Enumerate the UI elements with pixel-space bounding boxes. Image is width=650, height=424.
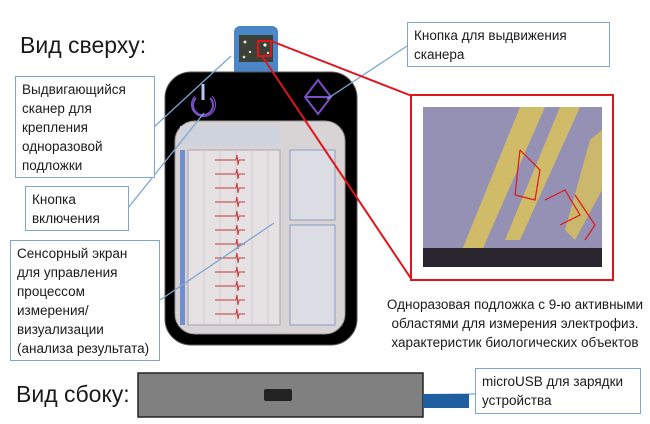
power-button-label: Кнопка включения: [25, 186, 129, 231]
top-view-title: Вид сверху:: [20, 32, 147, 58]
selection-square: [257, 40, 272, 57]
ecg-trace: [215, 294, 245, 306]
side-view-device: [137, 372, 469, 418]
substrate-caption: Одноразовая подложка с 9-ю активными обл…: [386, 297, 644, 350]
touchscreen: [174, 120, 346, 335]
ecg-trace: [215, 182, 245, 194]
scanner-label: Выдвигающийся сканер для крепления однор…: [15, 76, 155, 178]
side-view-title: Вид сбоку:: [16, 381, 130, 407]
ecg-trace: [215, 308, 245, 320]
microusb-port: [264, 389, 292, 401]
ecg-trace: [215, 266, 245, 278]
ecg-trace: [215, 168, 245, 180]
usb-cable: [423, 394, 469, 408]
ecg-trace: [215, 210, 245, 222]
eject-icon: [303, 78, 333, 116]
substrate-micrograph: [410, 94, 614, 281]
zoom-lines: [261, 40, 413, 281]
scanner-tab: [234, 26, 278, 76]
ecg-trace: [215, 196, 245, 208]
eject-button-label: Кнопка для выдвижения сканера: [407, 22, 610, 67]
ecg-trace: [215, 252, 245, 264]
ecg-trace: [215, 154, 245, 166]
ecg-trace: [215, 238, 245, 250]
ecg-trace: [215, 224, 245, 236]
ecg-trace: [215, 280, 245, 292]
microusb-label: microUSB для зарядки устройства: [475, 368, 641, 414]
touchscreen-label: Сенсорный экран для управления процессом…: [10, 240, 160, 361]
